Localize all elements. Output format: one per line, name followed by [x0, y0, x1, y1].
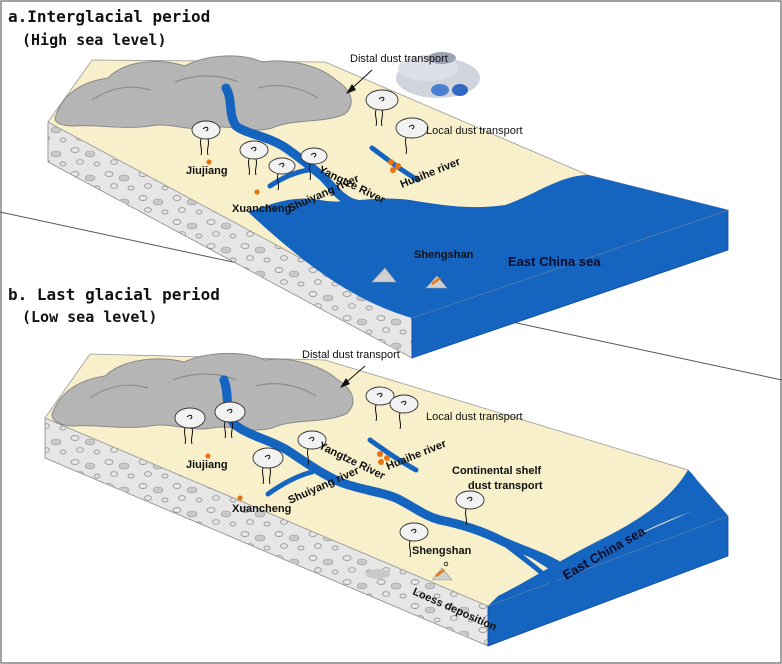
mountain-ridges	[89, 373, 317, 399]
label-local-dust: Local dust transport	[426, 125, 523, 137]
panel-b-subtitle: (Low sea level)	[22, 308, 157, 326]
site-marker	[237, 495, 243, 501]
site-marker	[377, 451, 383, 457]
site-marker	[206, 159, 212, 165]
dust-cloud-icon	[297, 430, 327, 466]
hill	[366, 569, 390, 579]
shengshan-site-marker	[435, 569, 445, 577]
dust-cloud-icon	[174, 407, 206, 445]
huaihe-river	[367, 437, 419, 473]
site-marker	[395, 163, 401, 169]
site-marker	[388, 159, 394, 165]
dust-cloud-icon	[191, 120, 221, 156]
arrow-head	[340, 378, 350, 388]
sea-area	[248, 175, 728, 318]
dust-cloud-icon	[399, 522, 429, 558]
label-shengshan: Shengshan	[414, 249, 474, 261]
label-jiujiang: Jiujiang	[186, 459, 228, 471]
mountains	[51, 353, 354, 431]
dust-cloud-icon	[389, 394, 419, 430]
island	[371, 267, 397, 283]
label-xuancheng: Xuancheng	[232, 203, 291, 215]
mountain-ridges	[91, 75, 319, 101]
block-front-pebbles	[48, 122, 412, 358]
dust-cloud-icon	[214, 401, 246, 439]
dust-cloud-icon	[239, 140, 269, 176]
sea-area	[488, 470, 728, 606]
panel-a-subtitle: (High sea level)	[22, 31, 167, 49]
panel-b-title: b. Last glacial period	[8, 285, 220, 304]
dust-cloud-icon	[365, 89, 399, 127]
mountains	[54, 55, 352, 131]
block-front-pebbles	[45, 418, 488, 646]
label-east-china-sea: East China sea	[508, 254, 601, 269]
panel-a: a.Interglacial period (High sea level) D…	[8, 7, 730, 359]
label-continental-shelf: Continental shelf	[452, 465, 542, 477]
dust-cloud-icon	[300, 147, 328, 181]
dust-cloud-icon	[455, 490, 485, 526]
distal-dust-plume	[396, 52, 480, 98]
label-shelf-dust-transport: dust transport	[468, 480, 543, 492]
panel-a-title: a.Interglacial period	[8, 7, 210, 26]
shuiyang-river	[265, 469, 315, 497]
river-delta	[497, 537, 577, 585]
site-marker	[378, 459, 384, 465]
site-marker	[254, 189, 260, 195]
panel-b: b. Last glacial period (Low sea level) D…	[8, 285, 729, 647]
label-xuancheng: Xuancheng	[232, 503, 291, 515]
dust-cloud-icon	[268, 157, 296, 191]
label-jiujiang: Jiujiang	[186, 165, 228, 177]
site-marker	[443, 561, 449, 567]
site-marker	[205, 453, 211, 459]
label-distal-dust: Distal dust transport	[302, 349, 400, 361]
label-local-dust: Local dust transport	[426, 411, 523, 423]
site-marker	[390, 167, 396, 173]
shengshan-site-marker	[431, 277, 441, 285]
dust-cloud-icon	[395, 117, 429, 155]
arrow-head	[346, 84, 356, 94]
site-marker	[384, 455, 390, 461]
yangtze-river	[221, 83, 420, 213]
dust-cloud-icon	[365, 386, 395, 422]
label-shengshan: Shengshan	[412, 545, 472, 557]
shuiyang-river	[267, 167, 311, 189]
huaihe-river	[369, 145, 421, 183]
label-distal-dust: Distal dust transport	[350, 53, 448, 65]
dust-cloud-icon	[252, 447, 284, 485]
